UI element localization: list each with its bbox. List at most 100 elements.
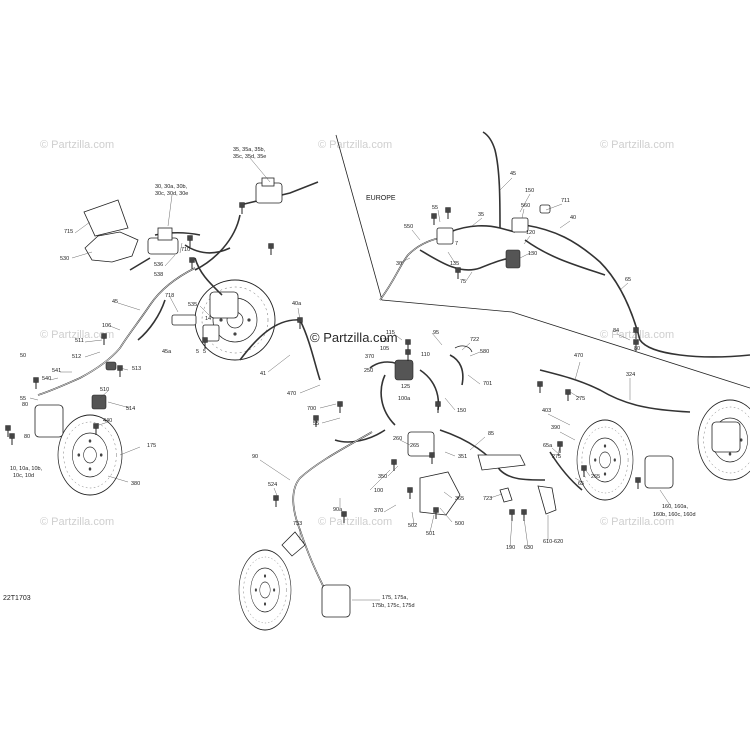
handlebar-master-cylinders [83, 177, 319, 271]
part-number-label: 160, 160a, [662, 504, 688, 510]
leader-line [559, 220, 571, 229]
leader-line [84, 351, 101, 358]
leader-line [71, 251, 93, 259]
leader-line [29, 397, 39, 401]
part-number-label: 150 [525, 188, 534, 194]
part-number-label: 275 [576, 396, 585, 402]
part-number-label: 55 [313, 421, 319, 427]
part-number-label: 513 [132, 366, 141, 372]
leader-line [431, 332, 443, 346]
watermark-center: © Partzilla.com [310, 330, 398, 345]
leader-line [321, 417, 341, 424]
europe-region-divider [335, 134, 750, 389]
leader-line [461, 342, 471, 351]
watermark: © Partzilla.com [40, 516, 114, 528]
part-number-label: 610-620 [543, 539, 563, 545]
leader-line [519, 251, 533, 259]
leader-line [179, 242, 183, 254]
part-number-label: 130 [528, 251, 537, 257]
part-number-label: 265 [410, 443, 419, 449]
part-number-label: 35 [478, 212, 484, 218]
watermark: © Partzilla.com [40, 139, 114, 151]
leader-line [399, 439, 411, 446]
part-number-label: 125 [401, 384, 410, 390]
leader-line [557, 444, 561, 457]
part-number-label: 10, 10a, 10b, [10, 466, 43, 472]
leader-line [659, 489, 671, 506]
part-number-label: 45 [112, 299, 118, 305]
watermark: © Partzilla.com [600, 516, 674, 528]
europe-label: EUROPE [366, 195, 396, 202]
leader-line [465, 271, 473, 282]
part-number-label: 55 [432, 205, 438, 211]
part-number-label: 5 [203, 349, 206, 355]
rear-left-brake [238, 431, 373, 631]
leader-line [467, 374, 481, 385]
part-number-label: 510 [100, 387, 109, 393]
rear-right-brake [499, 369, 750, 522]
leader-line [167, 194, 173, 227]
leader-line [489, 493, 503, 499]
part-number-label: 351 [458, 454, 467, 460]
part-number-label: 150 [457, 408, 466, 414]
part-number-label: 538 [154, 272, 163, 278]
leader-line [319, 403, 337, 409]
leader-line [429, 514, 435, 533]
leader-line [84, 339, 103, 343]
part-number-label: 350 [378, 474, 387, 480]
front-left-brake [5, 267, 196, 496]
part-number-label: 403 [542, 408, 551, 414]
part-number-label: 115 [386, 330, 395, 336]
part-number-label: 45 [510, 171, 516, 177]
part-number-label: 541 [52, 368, 61, 374]
leader-line [249, 157, 271, 183]
part-number-label: 260 [393, 436, 402, 442]
leader-line [499, 177, 513, 191]
part-number-label: 536 [154, 262, 163, 268]
leader-line [616, 333, 631, 341]
part-number-label: 80 [634, 346, 640, 352]
leader-line [49, 377, 59, 381]
leader-line [169, 296, 179, 313]
part-number-label: 370 [374, 508, 383, 514]
leader-line [509, 519, 513, 548]
part-number-label: 275 [552, 454, 561, 460]
part-number-label: 560 [521, 203, 530, 209]
part-number-label: 175, 175a, [382, 595, 408, 601]
part-number-label: 390 [551, 425, 560, 431]
part-number-label: 250 [364, 368, 373, 374]
part-number-label: 30 [396, 261, 402, 267]
leader-line [95, 421, 109, 427]
leader-line [583, 467, 591, 477]
part-number-label: 470 [574, 353, 583, 359]
part-number-label: 10c, 10d [13, 473, 34, 479]
part-number-label: 40 [570, 215, 576, 221]
leader-line [547, 413, 571, 426]
leader-line [273, 487, 279, 499]
part-number-label: 41 [260, 371, 266, 377]
part-number-label: 95 [433, 330, 439, 336]
part-number-label: 524 [268, 482, 277, 488]
watermarks: © Partzilla.com © Partzilla.com © Partzi… [40, 139, 674, 528]
part-number-label: 35c, 35d, 35e [233, 154, 266, 160]
part-number-label: 14 [205, 316, 211, 322]
leader-line [437, 209, 441, 223]
leader-line [523, 235, 531, 245]
part-number-label: 100a [398, 396, 411, 402]
part-number-label: 65 [625, 277, 631, 283]
leader-line [199, 305, 211, 317]
part-number-label: 90a [333, 507, 343, 513]
part-number-label: 120 [526, 230, 535, 236]
watermark: © Partzilla.com [600, 329, 674, 341]
part-number-label: 160b, 160c, 160d [653, 512, 696, 518]
part-number-label: 90 [252, 454, 258, 460]
part-number-label: 65a [543, 443, 553, 449]
leader-line [559, 431, 576, 441]
leader-line [444, 451, 456, 457]
part-number-label: 190 [506, 545, 515, 551]
europe-assembly [379, 131, 750, 358]
part-number-label: 630 [524, 545, 533, 551]
part-number-label: 30, 30a, 30b, [155, 184, 188, 190]
